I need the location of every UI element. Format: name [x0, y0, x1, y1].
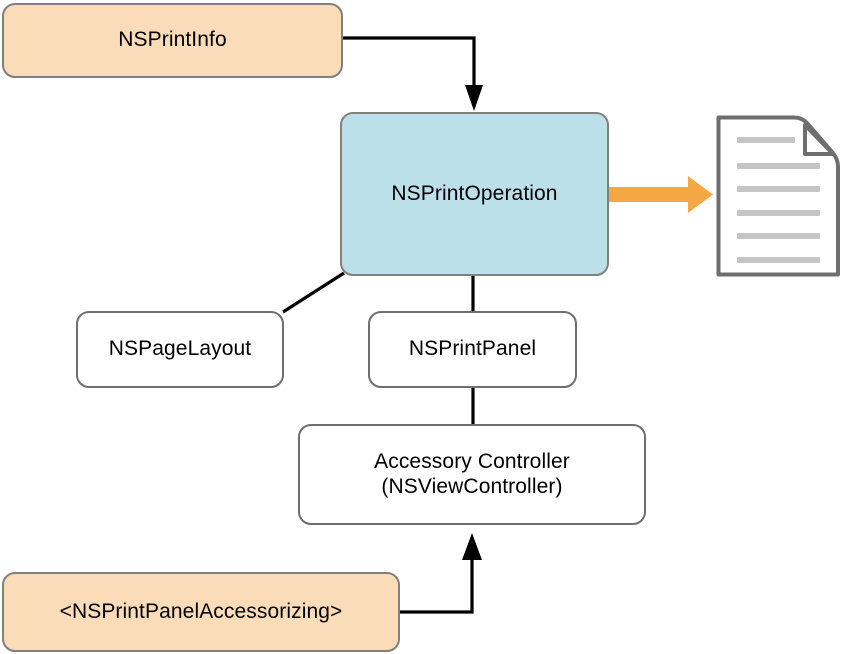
arrowhead-up-icon: [462, 533, 482, 560]
node-label: Accessory Controller (NSViewController): [374, 449, 570, 498]
document-fold-icon: [803, 123, 835, 156]
node-label: NSPrintOperation: [391, 181, 558, 205]
node-nsprintinfo[interactable]: NSPrintInfo: [2, 3, 343, 78]
edge-printoperation-to-output: [606, 176, 713, 213]
orange-block-arrow-icon: [606, 176, 713, 213]
printed-document-icon: [716, 115, 840, 277]
node-nspagelayout[interactable]: NSPageLayout: [76, 311, 284, 388]
node-nsprintpanelaccessorizing[interactable]: <NSPrintPanelAccessorizing>: [2, 572, 400, 652]
node-label: <NSPrintPanelAccessorizing>: [59, 599, 343, 623]
node-label: NSPrintPanel: [408, 337, 537, 361]
node-label: NSPrintInfo: [118, 28, 227, 52]
arrowhead-down-icon: [465, 85, 483, 111]
edge-printoperation-to-pagelayout: [282, 271, 345, 314]
document-text-lines: [737, 137, 820, 263]
edge-printinfo-to-printoperation: [343, 36, 483, 111]
node-accessory-controller[interactable]: Accessory Controller (NSViewController): [298, 424, 646, 525]
node-nsprintpanel[interactable]: NSPrintPanel: [368, 311, 577, 388]
edge-protocol-to-accessory: [400, 533, 482, 614]
node-nsprintoperation[interactable]: NSPrintOperation: [340, 112, 609, 276]
node-label: NSPageLayout: [108, 337, 252, 361]
